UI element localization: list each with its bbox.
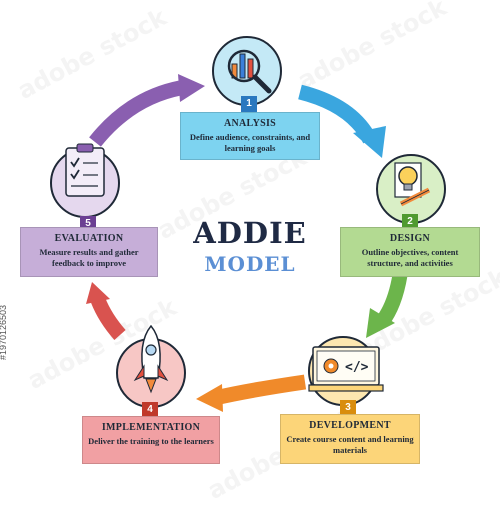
- analysis-title: ANALYSIS: [223, 118, 277, 129]
- development-title: DEVELOPMENT: [309, 420, 391, 431]
- design-description: Outline objectives, content structure, a…: [361, 247, 459, 268]
- lightbulb-pencil-icon: [394, 162, 431, 207]
- development-step-number: 3: [340, 400, 356, 416]
- analysis-icon-circle: [212, 36, 282, 106]
- design-card: DESIGN Outline objectives, content struc…: [340, 227, 480, 277]
- arrowhead-purple: [178, 74, 205, 102]
- diagram-title: ADDIE: [193, 216, 307, 250]
- rocket-icon: [133, 324, 169, 394]
- arrow-implementation-to-evaluation: [91, 297, 126, 340]
- implementation-step-number: 4: [142, 402, 158, 418]
- development-description: Create course content and learning mater…: [286, 434, 414, 455]
- evaluation-card: EVALUATION Measure results and gather fe…: [20, 227, 158, 277]
- analysis-card: ANALYSIS Define audience, constraints, a…: [180, 112, 320, 160]
- evaluation-description: Measure results and gather feedback to i…: [39, 247, 139, 268]
- design-step-number: 2: [402, 214, 418, 230]
- analysis-step-number: 1: [241, 96, 257, 112]
- stock-id: #1970126503: [0, 304, 8, 360]
- implementation-description: Deliver the training to the learners: [88, 436, 214, 446]
- laptop-code-icon: </>: [308, 346, 384, 392]
- development-card: DEVELOPMENT Create course content and le…: [280, 414, 420, 464]
- arrow-development-to-implementation: [213, 374, 307, 406]
- arrow-evaluation-to-analysis: [89, 80, 182, 147]
- arrowhead-red: [86, 282, 110, 304]
- implementation-card: IMPLEMENTATION Deliver the training to t…: [82, 416, 220, 464]
- magnifier-chart-icon: [227, 49, 272, 94]
- arrowhead-orange: [196, 384, 223, 412]
- arrow-design-to-development: [375, 273, 408, 327]
- diagram-subtitle: MODEL: [204, 252, 296, 276]
- design-title: DESIGN: [389, 233, 431, 244]
- checklist-clipboard-icon: [65, 143, 105, 197]
- svg-text:</>: </>: [345, 360, 369, 375]
- evaluation-title: EVALUATION: [54, 233, 124, 244]
- arrowhead-green: [366, 308, 395, 338]
- analysis-description: Define audience, constraints, and learni…: [189, 132, 311, 153]
- implementation-title: IMPLEMENTATION: [101, 422, 201, 433]
- arrowhead-blue: [353, 126, 386, 158]
